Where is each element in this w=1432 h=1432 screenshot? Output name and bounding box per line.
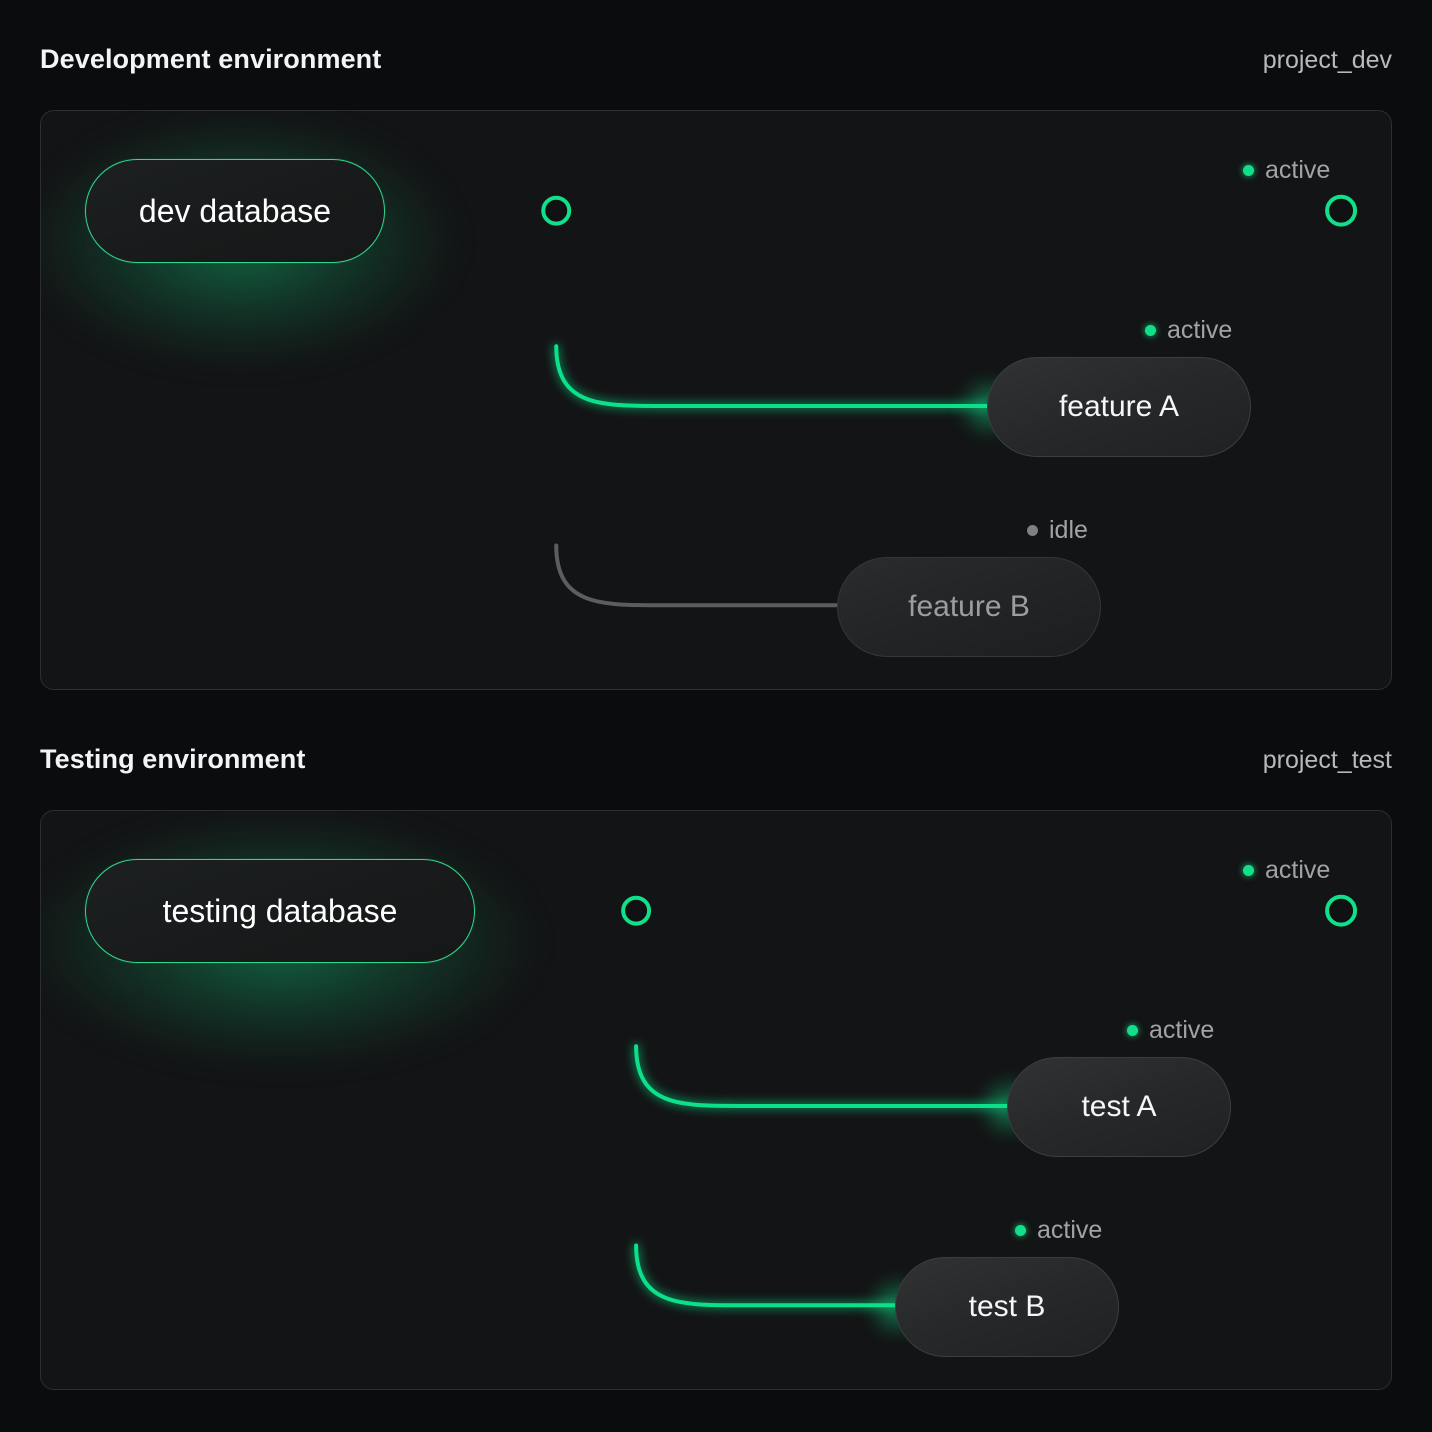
status-dot-icon [1145,325,1156,336]
node-feature-a[interactable]: feature A [987,357,1251,457]
status-label: active [1149,1016,1215,1044]
status-dot-icon [1015,1225,1026,1236]
node-test-b[interactable]: test B [895,1257,1119,1357]
section-header-development: Development environment project_dev [40,44,1392,75]
status-badge-testing-main: active [1243,856,1330,885]
status-label: active [1167,316,1233,344]
status-badge-test-b: active [1015,1216,1102,1245]
status-label: active [1265,856,1331,884]
node-label: testing database [162,892,398,929]
status-label: idle [1049,516,1088,544]
page-title-testing: Testing environment [40,744,306,774]
status-dot-icon [1243,865,1254,876]
node-label: feature B [908,590,1030,623]
project-name-testing: project_test [1262,746,1392,774]
status-badge-test-a: active [1127,1016,1214,1045]
status-dot-icon [1127,1025,1138,1036]
node-test-a[interactable]: test A [1007,1057,1231,1157]
node-label: test B [968,1290,1046,1323]
panel-testing: testing database active test A active te… [40,810,1392,1390]
project-name-development: project_dev [1262,46,1392,74]
node-label: feature A [1058,390,1180,423]
status-badge-feature-a: active [1145,316,1232,345]
page-title-development: Development environment [40,44,382,74]
status-label: active [1265,156,1331,184]
node-label: test A [1081,1090,1157,1123]
status-label: active [1037,1216,1103,1244]
node-feature-b[interactable]: feature B [837,557,1101,657]
status-badge-feature-b: idle [1027,516,1088,545]
panel-development: dev database active feature A active fea… [40,110,1392,690]
node-dev-database[interactable]: dev database [85,159,385,263]
node-label: dev database [138,192,332,229]
status-dot-icon [1027,525,1038,536]
section-header-testing: Testing environment project_test [40,744,1392,775]
status-dot-icon [1243,165,1254,176]
status-badge-dev-main: active [1243,156,1330,185]
node-testing-database[interactable]: testing database [85,859,475,963]
